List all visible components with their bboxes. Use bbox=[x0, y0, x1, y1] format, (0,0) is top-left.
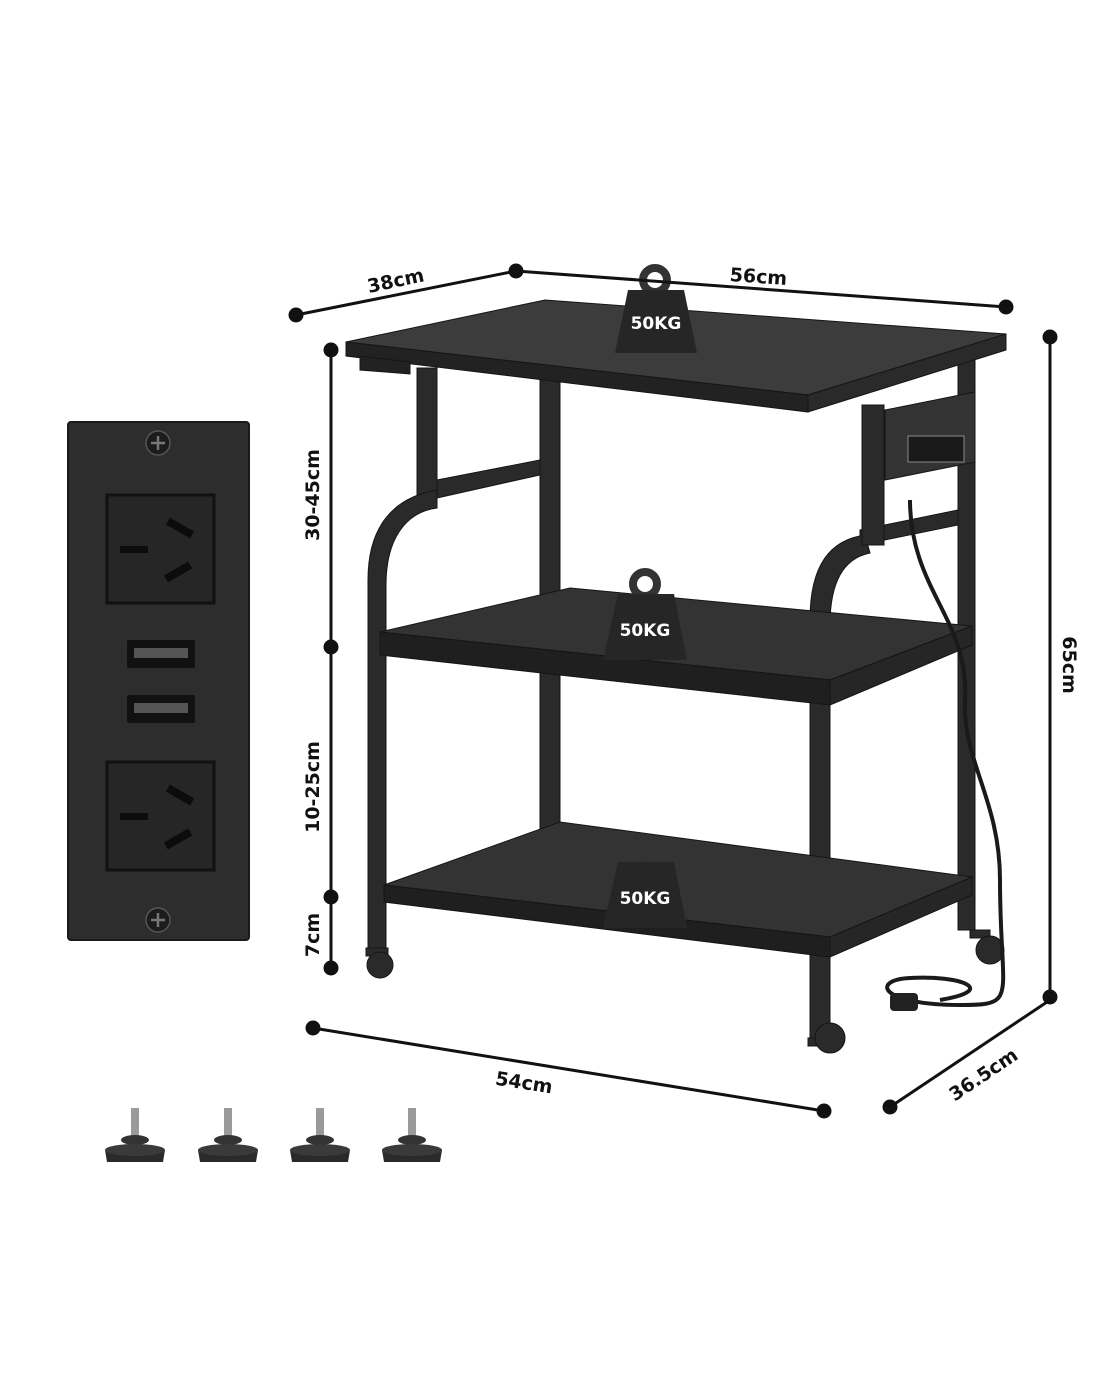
leveling-foot-icon bbox=[290, 1108, 350, 1162]
bottom-clearance-label: 7cm bbox=[302, 913, 324, 957]
width-bottom-label: 54cm bbox=[494, 1068, 554, 1099]
depth-bottom-label: 36.5cm bbox=[945, 1044, 1022, 1106]
bottom-shelf-load-label: 50KG bbox=[620, 889, 671, 909]
height-total-label: 65cm bbox=[1058, 636, 1080, 694]
usb-port-icon bbox=[127, 640, 195, 668]
screw-icon bbox=[145, 907, 171, 933]
usb-port-icon bbox=[127, 695, 195, 723]
power-cord bbox=[885, 499, 1006, 1008]
weight-icon-bottom: 50KG bbox=[603, 836, 687, 928]
caster-wheel-icon bbox=[365, 947, 394, 979]
weight-icon-top: 50KG bbox=[615, 264, 697, 353]
middle-shelf-load-label: 50KG bbox=[620, 621, 671, 641]
cart bbox=[345, 299, 1007, 1054]
depth-top-label: 38cm bbox=[365, 264, 426, 297]
weight-icon-middle: 50KG bbox=[603, 568, 687, 660]
leveling-foot-icon bbox=[198, 1108, 258, 1162]
leveling-foot-icon bbox=[105, 1108, 165, 1162]
ac-outlet-icon bbox=[105, 760, 216, 872]
top-shelf-load-label: 50KG bbox=[631, 314, 682, 334]
outlet-panel bbox=[67, 421, 250, 941]
dimension-lines bbox=[288, 263, 1058, 1119]
caster-wheel-icon bbox=[969, 929, 1005, 965]
screw-icon bbox=[145, 430, 171, 456]
width-top-label: 56cm bbox=[729, 264, 788, 290]
caster-wheel-icon bbox=[807, 1022, 846, 1054]
top-gap-label: 30-45cm bbox=[302, 449, 324, 541]
plug-icon bbox=[890, 993, 918, 1011]
ac-outlet-icon bbox=[105, 493, 216, 605]
middle-gap-label: 10-25cm bbox=[302, 741, 324, 833]
leveling-feet bbox=[105, 1108, 442, 1162]
leveling-foot-icon bbox=[382, 1108, 442, 1162]
